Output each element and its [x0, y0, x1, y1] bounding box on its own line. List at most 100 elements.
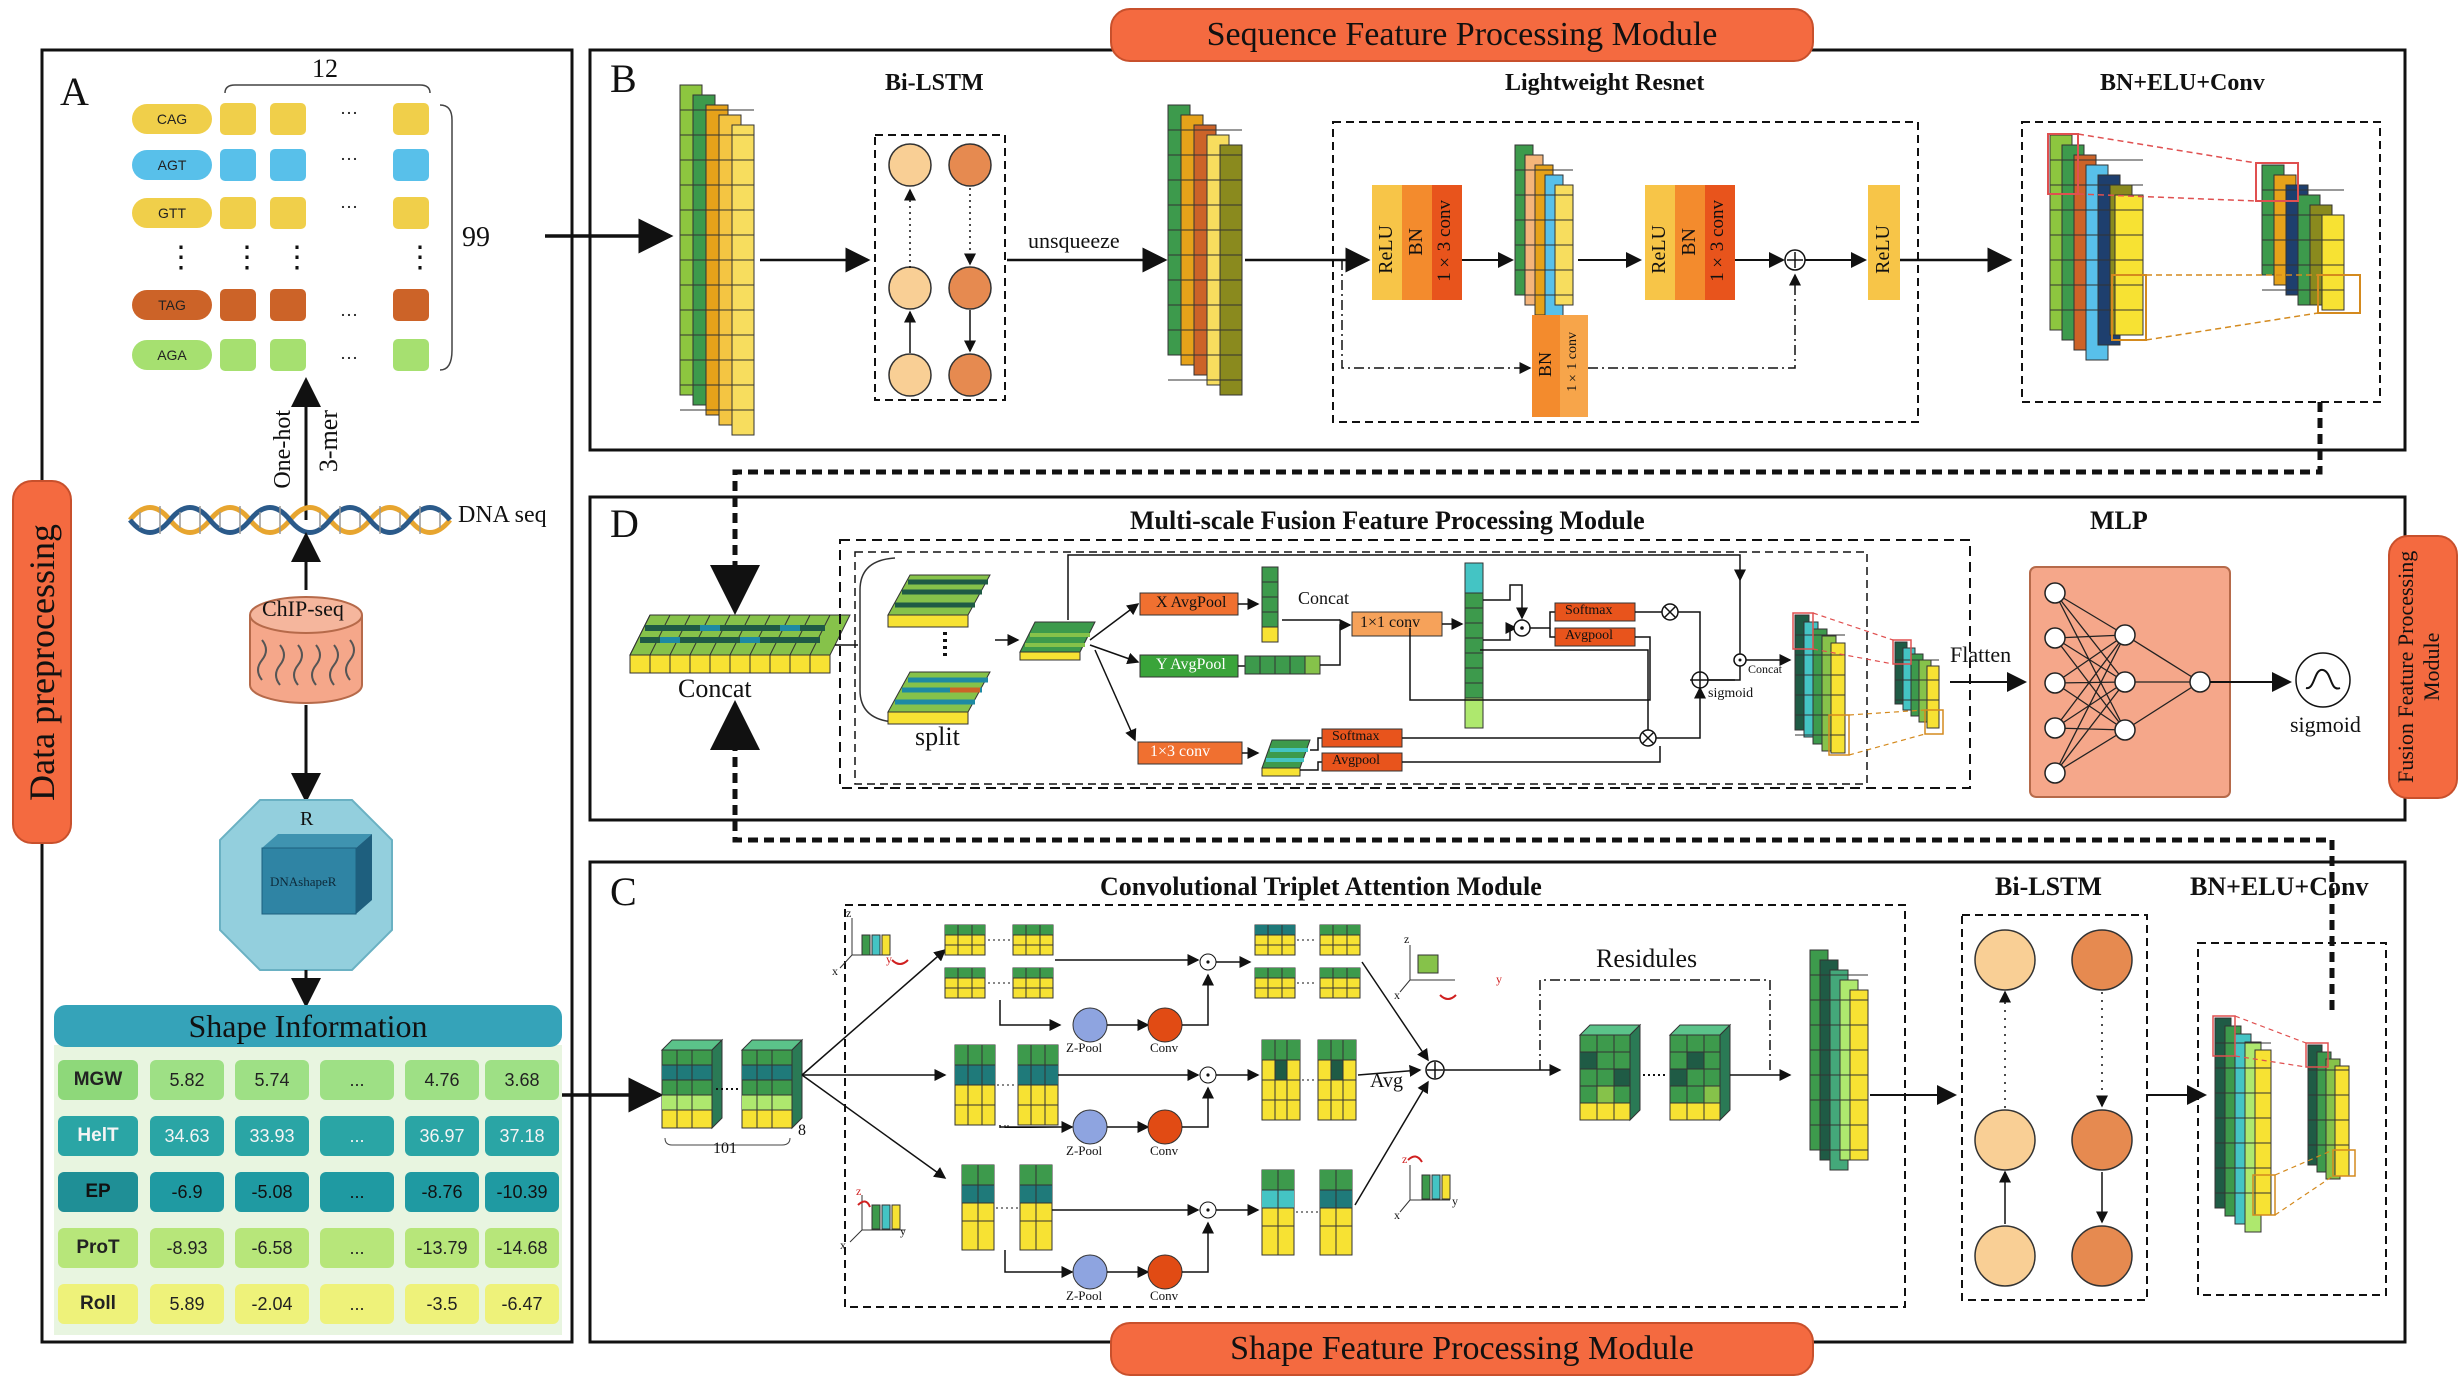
shape-row-value: -6.47	[485, 1284, 559, 1324]
mlp-title: MLP	[2090, 506, 2148, 535]
kmer-tag: TAG	[132, 290, 212, 320]
conv-node-1	[1147, 1007, 1183, 1043]
sequence-module-title: Sequence Feature Processing Module	[1206, 16, 1718, 53]
branch1-cubes	[944, 924, 1054, 999]
bilstm-cells-c	[1974, 929, 2133, 1287]
conv11-output-col	[1464, 562, 1484, 729]
concat-label: Concat	[678, 674, 752, 703]
connector-b-to-d	[710, 402, 2323, 615]
shape-row-name: HelT	[58, 1116, 138, 1156]
cta-output-stack	[1809, 949, 1869, 1171]
split-block-bottom	[887, 671, 991, 725]
branch2-cubes	[954, 1044, 1059, 1126]
avgpool-label-2: Avgpool	[1332, 753, 1380, 768]
conv11-label: 1×1 conv	[1565, 332, 1580, 392]
kmer-gtt: GTT	[132, 198, 212, 228]
axis-gizmo-top	[839, 918, 909, 969]
axis-y-right-top: y	[1496, 972, 1502, 986]
shape-row-value: -14.68	[485, 1228, 559, 1268]
conv13-label-2: 1×3 conv	[1707, 200, 1728, 282]
shape-row-value: ...	[320, 1172, 394, 1212]
bnelu-box-b	[2021, 121, 2381, 403]
branch3-cubes	[961, 1164, 1053, 1251]
axis-gizmo-right-bottom	[1399, 1155, 1451, 1213]
axis-z-bottom: z	[856, 1184, 862, 1198]
panel-letter-c: C	[610, 869, 637, 914]
shape-row-value: 3.68	[485, 1060, 559, 1100]
dnashaper-octagon-graphic	[219, 799, 393, 971]
axis-x-right-top: x	[1394, 988, 1400, 1002]
axis-x-bottom: x	[840, 1238, 846, 1252]
bilstm-title-b: Bi-LSTM	[885, 70, 984, 96]
r-label: R	[300, 808, 314, 830]
softmax-label-2: Softmax	[1332, 729, 1380, 744]
resnet-title: Lightweight Resnet	[1505, 70, 1705, 96]
avg-label: Avg	[1370, 1070, 1403, 1092]
shape-row-value: 4.76	[405, 1060, 479, 1100]
conv11-d-label: 1×1 conv	[1360, 614, 1421, 631]
matrix-count-right: 99	[462, 222, 490, 253]
data-preprocessing-title: Data preprocessing	[22, 523, 62, 801]
shape-row-value: -2.04	[235, 1284, 309, 1324]
shape-row-name: Roll	[58, 1284, 138, 1324]
bilstm-box-b	[874, 134, 1006, 401]
dim-8-label: 8	[798, 1122, 806, 1139]
shape-row-value: -5.08	[235, 1172, 309, 1212]
ellipsis-row5: ···	[340, 348, 358, 368]
dim-101-label: 101	[713, 1140, 737, 1157]
split-small-block	[1019, 621, 1096, 661]
sequence-module-pill: Sequence Feature Processing Module	[1110, 8, 1814, 62]
msf-dashed-outer	[839, 539, 1971, 789]
zpool-node-2	[1072, 1109, 1108, 1145]
axis-z-right-top: z	[1404, 932, 1410, 946]
conv-node-3	[1147, 1254, 1183, 1290]
x-avgpool-label: X AvgPool	[1156, 594, 1227, 611]
msf-title: Multi-scale Fusion Feature Processing Mo…	[1130, 506, 1645, 535]
bnelu-stack-c-left	[2212, 1015, 2276, 1233]
fusion-stack-d-right	[1812, 612, 1944, 756]
axis-y-right-bottom: y	[1452, 1194, 1458, 1208]
axis-gizmo-bottom	[849, 1195, 905, 1243]
shape-row-value: 34.63	[150, 1116, 224, 1156]
flatten-label: Flatten	[1950, 642, 2012, 667]
chip-seq-label: ChIP-seq	[262, 596, 344, 621]
zpool-label-2: Z-Pool	[1066, 1143, 1103, 1158]
split-label: split	[915, 722, 960, 751]
shape-row-value: 36.97	[405, 1116, 479, 1156]
shape-row-value: ...	[320, 1116, 394, 1156]
bn-label-1: BN	[1405, 228, 1427, 256]
resnet-box	[1332, 121, 1919, 423]
bilstm-cells-b	[888, 143, 992, 397]
conv13-output-block	[1261, 739, 1311, 777]
avgpool-label-1: Avgpool	[1565, 628, 1613, 643]
relu-label-1: ReLU	[1375, 225, 1397, 274]
conv13-d-label: 1×3 conv	[1150, 743, 1211, 760]
concat-small-label: Concat	[1298, 588, 1349, 608]
conv13-label-1: 1×3 conv	[1434, 200, 1455, 282]
axis-x-top: x	[832, 964, 838, 978]
conv-node-2	[1147, 1109, 1183, 1145]
residules-label: Residules	[1596, 944, 1698, 973]
axis-y-bottom: y	[900, 1224, 906, 1238]
shape-info-title: Shape Information	[188, 1007, 428, 1044]
split-block-top	[887, 574, 991, 628]
axis-gizmo-right-top	[1399, 945, 1457, 1000]
cta-input-cubes	[660, 1038, 804, 1146]
shape-row-value: -10.39	[485, 1172, 559, 1212]
bnelu-stack-b-right	[2077, 133, 2361, 341]
dnashaper-label: DNAshapeR	[270, 874, 337, 889]
residual-cubes	[1578, 1023, 1732, 1122]
dna-seq-label: DNA seq	[458, 502, 547, 528]
panel-letter-a: A	[60, 69, 89, 114]
shape-row-value: 5.82	[150, 1060, 224, 1100]
msf-dashed-inner	[854, 551, 1868, 785]
shape-row-value: -8.93	[150, 1228, 224, 1268]
axis-z-right-bottom: z	[1402, 1152, 1408, 1166]
zpool-label-1: Z-Pool	[1066, 1040, 1103, 1055]
shape-row-value: 37.18	[485, 1116, 559, 1156]
relu-label-2: ReLU	[1648, 225, 1670, 274]
zpool-node-1	[1072, 1007, 1108, 1043]
shape-row-name: ProT	[58, 1228, 138, 1268]
concat-feature-block	[629, 614, 851, 674]
